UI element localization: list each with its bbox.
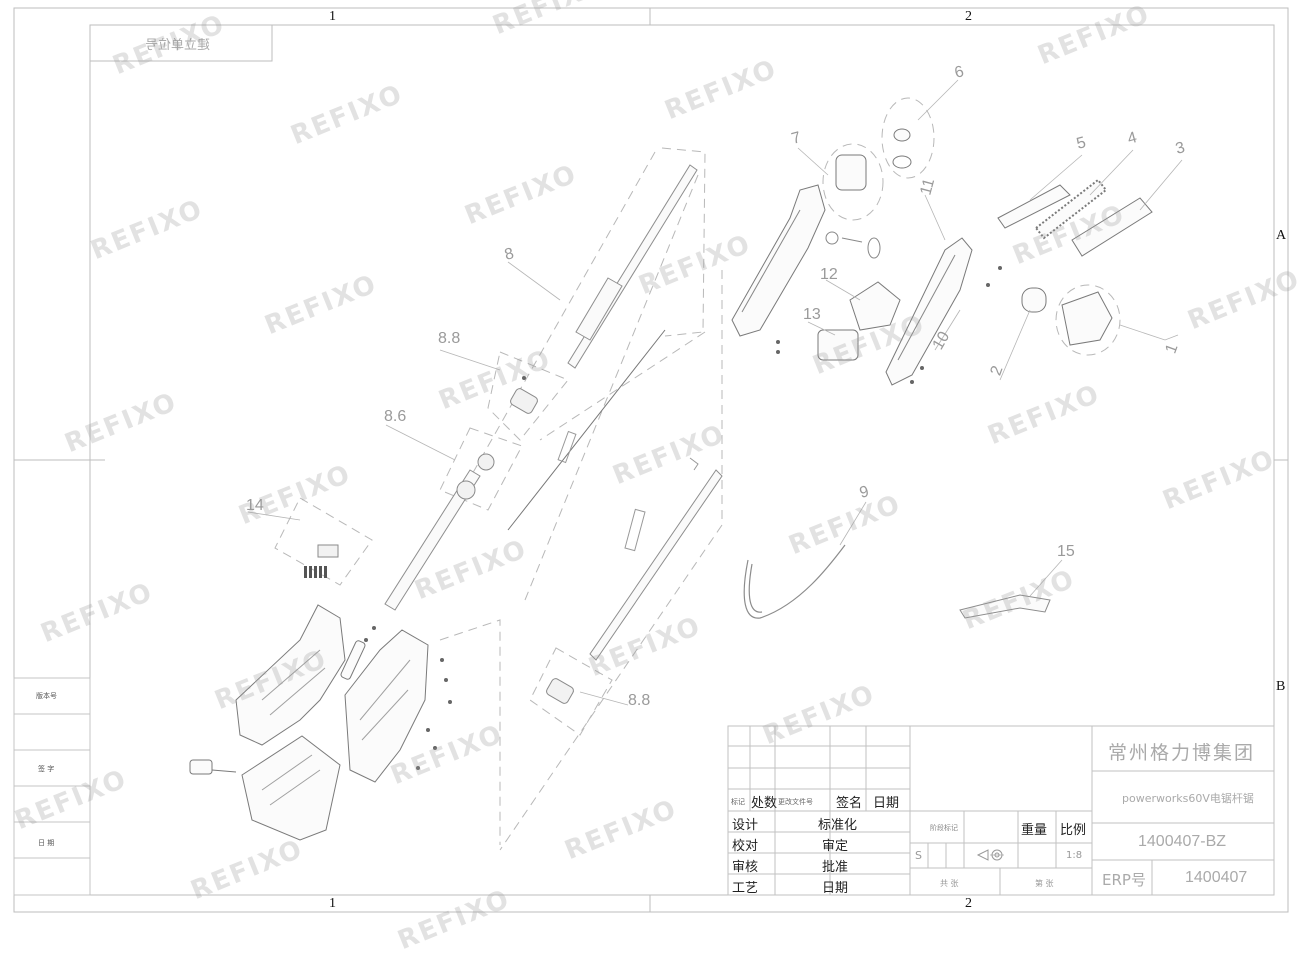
drawing-canvas	[13, 7, 1289, 913]
sheet-no: 第 张	[1035, 879, 1054, 888]
zone-bottom-2: 2	[965, 896, 972, 911]
left-version-label: 版本号	[36, 692, 57, 700]
row-review: 审核	[732, 860, 759, 875]
header-mark: 标记	[731, 798, 745, 806]
zone-side-a: A	[1276, 228, 1287, 243]
header-date: 日期	[873, 796, 900, 811]
left-sign-label: 签 字	[38, 765, 55, 773]
row-check: 校对	[732, 839, 759, 854]
callout-8-8-upper: 8.8	[438, 330, 461, 347]
drawing-sheet: 1 2 1 2 A B 建立单位号 REFIXO REFIXO REFIXO R…	[11, 0, 1303, 956]
scale-value: 1:8	[1066, 850, 1083, 861]
header-doc: 更改文件号	[778, 798, 813, 806]
callout-12: 12	[820, 266, 838, 283]
stage-s: S	[915, 849, 922, 862]
erp-label: ERP号	[1102, 871, 1146, 889]
header-sign: 签名	[836, 796, 863, 811]
callout-8-8-lower: 8.8	[628, 692, 651, 709]
stage-label: 阶段标记	[930, 824, 958, 832]
date2-label: 日期	[822, 881, 849, 896]
weight-label: 重量	[1021, 823, 1048, 838]
zone-side-b: B	[1276, 679, 1286, 694]
zone-bottom-1: 1	[329, 896, 336, 911]
row-design: 设计	[732, 818, 759, 833]
approve-label: 批准	[822, 860, 849, 875]
projection-symbol-icon	[976, 849, 1004, 861]
approve-check-label: 审定	[822, 839, 849, 854]
row-process: 工艺	[732, 881, 759, 896]
erp-value: 1400407	[1185, 869, 1248, 886]
zone-top-2: 2	[965, 9, 972, 24]
callout-14: 14	[246, 497, 264, 514]
callout-8-6: 8.6	[384, 408, 407, 425]
header-count: 处数	[751, 796, 778, 811]
zone-top-1: 1	[329, 9, 336, 24]
scale-label: 比例	[1060, 823, 1087, 838]
callout-15: 15	[1057, 543, 1075, 560]
product-name: powerworks60V电锯杆锯	[1122, 792, 1254, 805]
callout-13: 13	[803, 306, 821, 323]
left-date-label: 日 期	[38, 839, 55, 847]
sheet-total: 共 张	[940, 879, 959, 888]
drawing-number: 1400407-BZ	[1138, 833, 1227, 850]
company-name: 常州格力博集团	[1108, 742, 1256, 764]
standardize-label: 标准化	[818, 818, 858, 833]
